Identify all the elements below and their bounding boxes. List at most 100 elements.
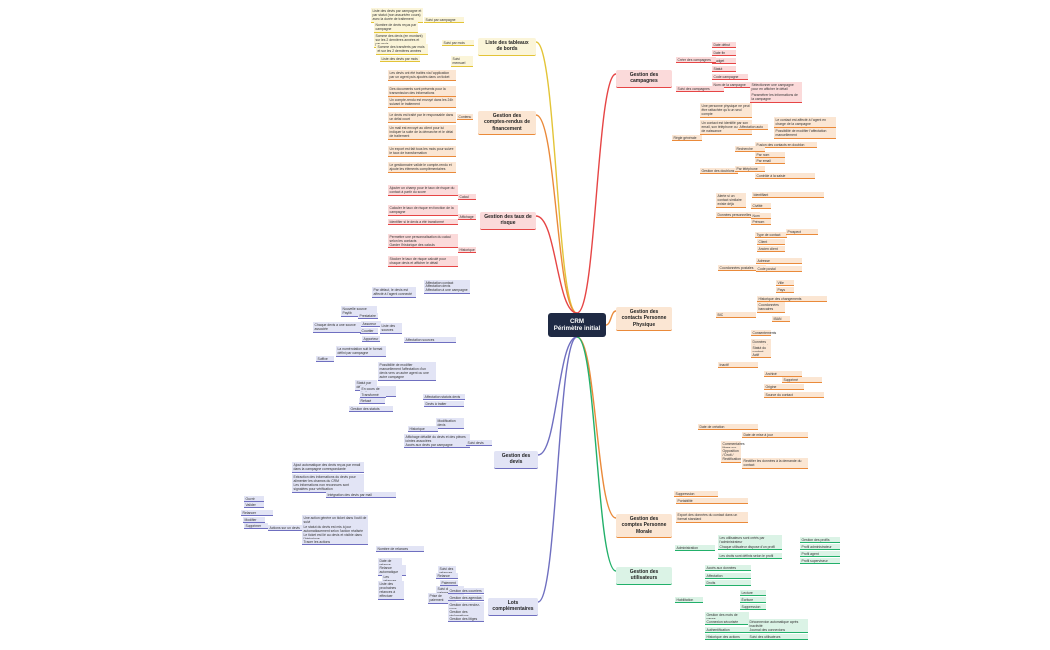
taux-risque-node[interactable]: Garder l'historique des calculs xyxy=(388,242,458,249)
contact-node[interactable]: Une personne physique ne peut être ratta… xyxy=(700,103,752,118)
devis-node[interactable]: Courtier xyxy=(360,328,378,335)
utilisateur-node[interactable]: Chaque utilisateur dispose d'un profil xyxy=(718,544,782,551)
contact-node[interactable]: BIC xyxy=(716,312,756,319)
campagne-node[interactable]: Paramétrer les informations de la campag… xyxy=(750,92,802,103)
devis-node[interactable]: Prestataire xyxy=(358,313,378,320)
devis-node[interactable]: Affectation sources xyxy=(404,337,456,344)
utilisateur-node[interactable]: Profil administrateur xyxy=(800,544,840,551)
contact-node[interactable]: Source du contact xyxy=(764,392,824,399)
devis-node[interactable]: Liste des prochaines relances à effectue… xyxy=(378,581,404,601)
devis-node[interactable]: Nombre de relances xyxy=(376,546,424,553)
utilisateur-node[interactable]: Administration xyxy=(675,545,715,552)
devis-node[interactable]: Par défaut, le devis est affecté à l'age… xyxy=(372,287,416,298)
contact-node[interactable]: Possibilité de modifier l'affectation ma… xyxy=(774,128,836,139)
taux-risque-node[interactable]: Identifier si le devis a été transformé xyxy=(388,219,458,226)
branch-comptes-rendus[interactable]: Gestion des comptes-rendus de financemen… xyxy=(478,111,536,135)
utilisateur-node[interactable]: Historique des actions xyxy=(705,634,749,641)
taux-risque-node[interactable]: Calcul xyxy=(458,194,476,201)
contact-node[interactable]: Inactif xyxy=(718,362,758,369)
contact-node[interactable]: Archivé xyxy=(764,371,802,378)
compte-rendu-node[interactable]: Un mail est envoyé au client pour lui in… xyxy=(388,125,456,140)
contact-node[interactable]: Portabilité xyxy=(676,498,748,505)
utilisateur-node[interactable]: Droits xyxy=(705,580,751,587)
branch-contacts-physiques[interactable]: Gestion des contacts Personne Physique xyxy=(616,307,672,331)
devis-node[interactable]: Affectation statuts devis xyxy=(423,394,465,401)
contact-node[interactable]: Code postal xyxy=(756,266,802,273)
contact-node[interactable]: Gestion des doublons xyxy=(700,168,738,175)
campagne-node[interactable]: Suivi des campagnes xyxy=(676,86,724,93)
utilisateur-node[interactable]: Affectation xyxy=(705,573,751,580)
devis-node[interactable]: Possibilité de modifier manuellement l'a… xyxy=(378,362,436,382)
utilisateur-node[interactable]: Les droits sont définis selon le profil xyxy=(718,553,782,560)
contact-node[interactable]: Opposition / Droit / Rectification xyxy=(721,448,741,463)
compte-rendu-node[interactable]: Des documents sont présents pour la tran… xyxy=(388,86,456,97)
taux-risque-node[interactable]: Stocker le taux de risque calculé pour c… xyxy=(388,256,458,267)
devis-node[interactable]: Actions sur un devis xyxy=(268,525,302,532)
devis-node[interactable]: Accès aux devis par campagne xyxy=(404,442,470,449)
compte-rendu-node[interactable]: Le devis est traité par le responsable d… xyxy=(388,112,456,123)
compte-rendu-node[interactable]: Un compte-rendu est envoyé dans les 24h … xyxy=(388,97,456,108)
contact-node[interactable]: Client xyxy=(757,239,785,246)
campagne-node[interactable]: Code campagne xyxy=(712,74,748,81)
devis-node[interactable]: Assureur xyxy=(361,321,381,328)
contact-node[interactable]: Nom xyxy=(751,213,771,220)
devis-node[interactable]: Apporteur xyxy=(362,336,380,343)
contact-node[interactable]: Suppression xyxy=(674,491,718,498)
compte-rendu-node[interactable]: Les devis ont été traités via l'applicat… xyxy=(388,70,456,81)
campagne-node[interactable]: Budget xyxy=(712,58,736,65)
branch-comptes-moraux[interactable]: Gestion des comptes Personne Morale xyxy=(616,514,672,538)
contact-node[interactable]: Historique des changements xyxy=(757,296,827,303)
contact-node[interactable]: Pays xyxy=(776,287,794,294)
devis-node[interactable]: Relancer xyxy=(241,510,273,517)
lot-node[interactable]: Gestion des agendas xyxy=(448,595,484,602)
devis-node[interactable]: Gestion des statuts xyxy=(349,406,393,413)
devis-node[interactable]: Ajout automatique des devis reçus par em… xyxy=(292,462,364,473)
campagne-node[interactable]: Date début xyxy=(712,42,736,49)
devis-node[interactable]: La numérotation suit le format défini pa… xyxy=(336,346,386,357)
contact-node[interactable]: Alerte si un contact similaire existe dé… xyxy=(716,193,746,208)
contact-node[interactable]: Actif xyxy=(751,352,771,359)
branch-campagnes[interactable]: Gestion des campagnes xyxy=(616,70,672,88)
devis-node[interactable]: Suffixe xyxy=(316,356,334,363)
devis-node[interactable]: Intégration des devis par mail xyxy=(326,492,396,499)
contact-node[interactable]: Origine xyxy=(764,384,804,391)
devis-node[interactable]: Liste des sources xyxy=(380,323,402,334)
compte-rendu-node[interactable]: Le gestionnaire valide le compte-rendu e… xyxy=(388,162,456,173)
utilisateur-node[interactable]: Connexion sécurisée xyxy=(705,619,749,626)
devis-node[interactable]: Valider xyxy=(244,502,264,509)
utilisateur-node[interactable]: Profil superviseur xyxy=(800,558,840,565)
contact-node[interactable]: Type de contact xyxy=(755,232,787,239)
devis-node[interactable]: Refusé xyxy=(359,398,385,405)
tableau-node[interactable]: Nombre de devis reçus par campagne xyxy=(374,22,418,33)
utilisateur-node[interactable]: Suppression xyxy=(740,604,766,611)
contact-node[interactable]: Données personnelles xyxy=(716,212,760,219)
devis-node[interactable]: Modifier xyxy=(243,517,265,524)
contact-node[interactable]: Un contact est identifié par son email, … xyxy=(700,120,752,135)
branch-utilisateurs[interactable]: Gestion des utilisateurs xyxy=(616,567,672,585)
taux-risque-node[interactable]: Calculer le taux de risque en fonction d… xyxy=(388,205,458,216)
utilisateur-node[interactable]: Accès aux données xyxy=(705,565,751,572)
contact-node[interactable]: Prospect xyxy=(786,229,818,236)
contact-node[interactable]: Par email xyxy=(755,158,785,165)
campagne-node[interactable]: Créer des campagnes xyxy=(676,57,716,64)
contact-node[interactable]: IBAN xyxy=(772,316,790,323)
tableau-node[interactable]: Somme des transferts par mois et sur les… xyxy=(376,44,428,55)
devis-node[interactable]: Tracer les actions xyxy=(302,539,368,546)
utilisateur-node[interactable]: Habilitation xyxy=(675,597,703,604)
contact-node[interactable]: Ancien client xyxy=(757,246,785,253)
compte-rendu-node[interactable]: Contenu xyxy=(457,114,473,121)
devis-node[interactable]: Suivi devis xyxy=(466,440,492,447)
contact-node[interactable]: Coordonnées bancaires xyxy=(757,302,785,313)
devis-node[interactable]: Prise de paiement xyxy=(428,593,456,604)
contact-node[interactable]: Civilité xyxy=(751,203,771,210)
contact-node[interactable]: Adresse xyxy=(756,258,802,265)
campagne-node[interactable]: Date fin xyxy=(712,50,736,57)
tableau-node[interactable]: Liste des devis par campagne et par stat… xyxy=(371,8,423,23)
campagne-node[interactable]: Nom de la campagne xyxy=(712,82,752,89)
utilisateur-node[interactable]: Écriture xyxy=(740,597,766,604)
contact-node[interactable]: Contrôle à la saisie xyxy=(755,173,815,180)
tableau-node[interactable]: Suivi par campagne xyxy=(424,17,464,24)
utilisateur-node[interactable]: Lecture xyxy=(740,590,766,597)
contact-node[interactable]: Identifiant xyxy=(752,192,824,199)
devis-node[interactable]: Transformé xyxy=(360,392,386,399)
